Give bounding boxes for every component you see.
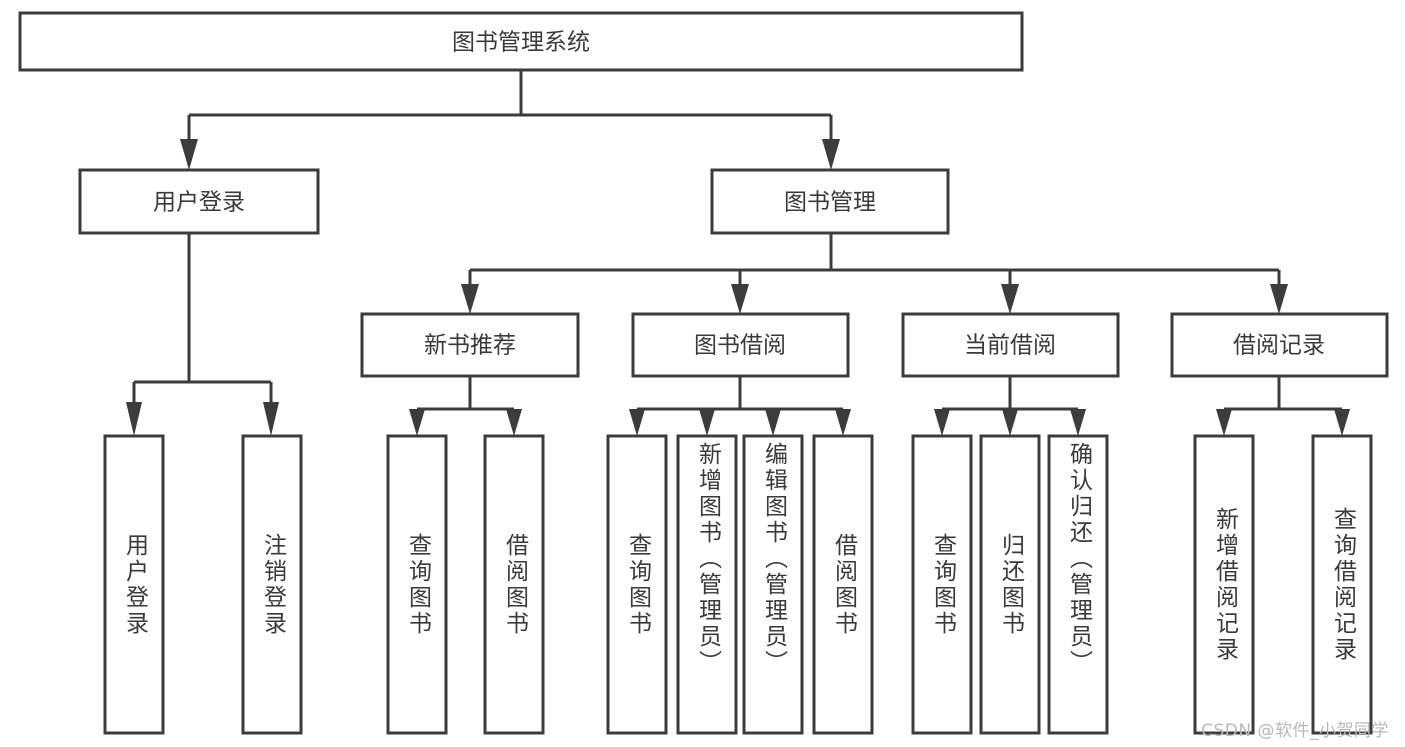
- arrow-head-borrow-record: [1270, 284, 1288, 314]
- node-user-login-box[interactable]: [78, 168, 320, 235]
- node-leaf-query-book-3-box[interactable]: [911, 434, 973, 735]
- node-borrow-record[interactable]: 借阅记录: [1170, 312, 1389, 378]
- arrow-head-leaf-confirm-return: [1070, 409, 1086, 436]
- arrow-head-leaf-query-book-3: [934, 409, 950, 436]
- node-new-book-recommend-label: 新书推荐: [424, 333, 516, 359]
- node-root-label: 图书管理系统: [452, 30, 590, 56]
- arrow-head-user-login: [180, 139, 198, 170]
- connector-current-borrow-to-leaves: [934, 376, 1086, 436]
- node-leaf-user-login-box[interactable]: [103, 434, 165, 735]
- arrow-head-leaf-query-book-2: [629, 409, 645, 436]
- connector-borrow-record-to-leaves: [1216, 376, 1350, 436]
- node-book-management-label: 图书管理: [784, 190, 876, 216]
- arrow-head-book-borrow: [731, 284, 749, 314]
- node-leaf-logout-box[interactable]: [241, 434, 303, 735]
- leaf-boxes: [103, 434, 1373, 735]
- connector-root-to-level1: [180, 70, 840, 170]
- node-current-borrow-box[interactable]: [901, 312, 1120, 378]
- arrow-head-leaf-query-record: [1334, 409, 1350, 436]
- connector-book-management-to-level2: [461, 233, 1288, 314]
- arrow-head-leaf-borrow-book-1: [506, 409, 522, 436]
- node-leaf-query-record-box[interactable]: [1311, 434, 1373, 735]
- arrow-head-new-book-recommend: [461, 284, 479, 314]
- node-current-borrow-label: 当前借阅: [964, 333, 1056, 359]
- arrow-head-leaf-return-book: [1002, 409, 1018, 436]
- node-book-borrow-box[interactable]: [631, 312, 850, 378]
- node-current-borrow[interactable]: 当前借阅: [901, 312, 1120, 378]
- node-user-login-label: 用户登录: [153, 190, 245, 216]
- arrow-head-leaf-query-book-1: [409, 409, 425, 436]
- node-leaf-query-book-1-box[interactable]: [386, 434, 448, 735]
- node-book-management-box[interactable]: [710, 168, 950, 235]
- node-leaf-confirm-return-box[interactable]: [1047, 434, 1109, 735]
- arrow-head-book-management: [822, 139, 840, 170]
- node-book-borrow-label: 图书借阅: [694, 333, 786, 359]
- arrow-head-leaf-edit-book: [765, 409, 781, 436]
- node-leaf-query-book-2-box[interactable]: [606, 434, 668, 735]
- node-leaf-return-book-box[interactable]: [979, 434, 1041, 735]
- node-new-book-recommend[interactable]: 新书推荐: [360, 312, 580, 378]
- connector-user-login-to-leaves: [126, 233, 279, 436]
- node-book-borrow[interactable]: 图书借阅: [631, 312, 850, 378]
- node-new-book-recommend-box[interactable]: [360, 312, 580, 378]
- node-leaf-borrow-book-2-box[interactable]: [812, 434, 874, 735]
- node-borrow-record-box[interactable]: [1170, 312, 1389, 378]
- arrow-head-leaf-user-login: [126, 402, 142, 436]
- arrow-head-leaf-add-book: [699, 409, 715, 436]
- node-leaf-add-book-box[interactable]: [676, 434, 738, 735]
- arrow-head-current-borrow: [1001, 284, 1019, 314]
- node-root[interactable]: 图书管理系统: [18, 11, 1024, 72]
- node-user-login[interactable]: 用户登录: [78, 168, 320, 235]
- arrow-head-leaf-add-record: [1216, 409, 1232, 436]
- node-borrow-record-label: 借阅记录: [1233, 333, 1325, 359]
- connector-new-book-recommend-to-leaves: [409, 376, 522, 436]
- connector-book-borrow-to-leaves: [629, 376, 851, 436]
- node-root-box[interactable]: [18, 11, 1024, 72]
- arrow-head-leaf-logout: [263, 402, 279, 436]
- node-leaf-edit-book-box[interactable]: [742, 434, 804, 735]
- node-book-management[interactable]: 图书管理: [710, 168, 950, 235]
- node-leaf-borrow-book-1-box[interactable]: [483, 434, 545, 735]
- arrow-head-leaf-borrow-book-2: [835, 409, 851, 436]
- node-leaf-add-record-box[interactable]: [1193, 434, 1255, 735]
